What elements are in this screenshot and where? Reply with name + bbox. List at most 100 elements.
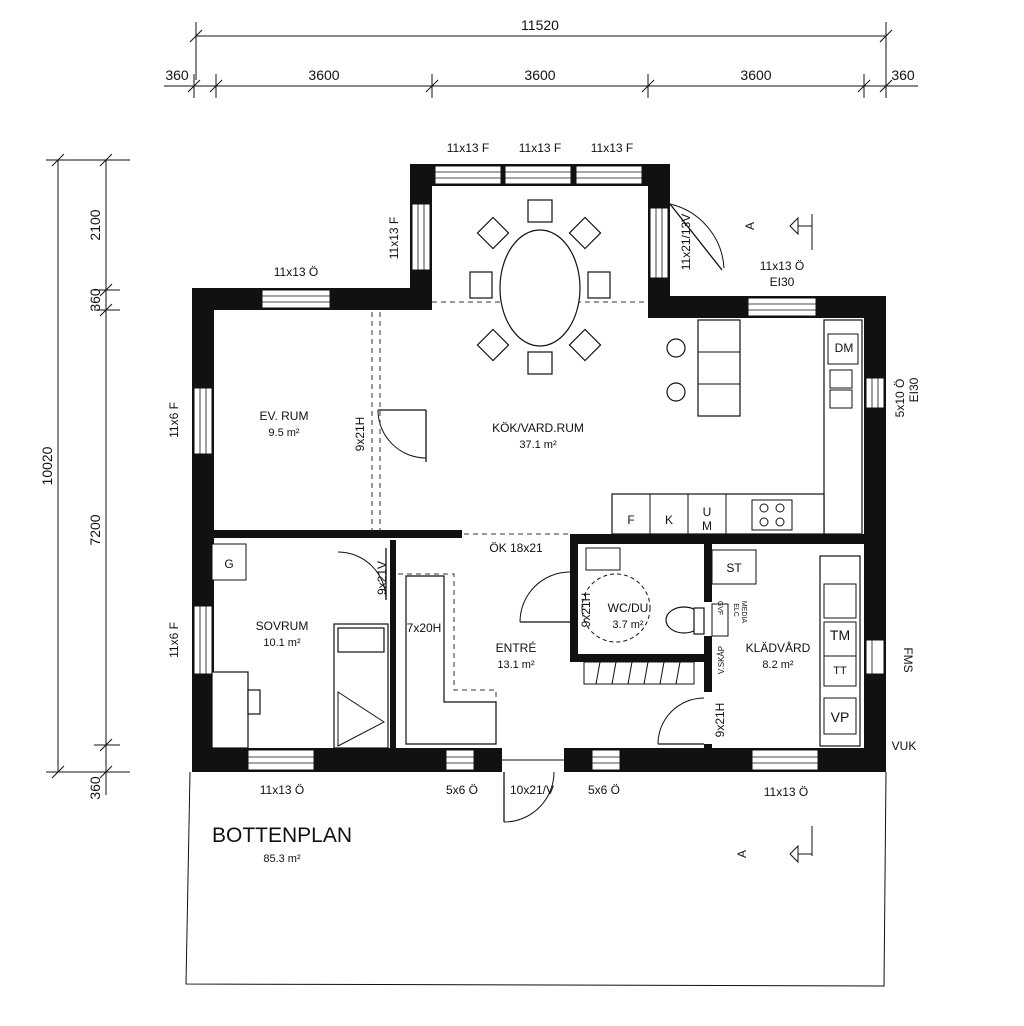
door-label: ÖK 18x21 — [489, 541, 543, 555]
terrace — [185, 771, 887, 987]
room-name-kok: KÖK/VARD.RUM — [492, 421, 584, 435]
door-sovrum — [337, 548, 387, 601]
door-opening-dashes — [371, 312, 570, 535]
appliance-label: ELC — [732, 603, 739, 617]
window-bay-left — [411, 203, 431, 271]
dim-top-segment: 360 — [891, 67, 915, 83]
window-label: 11x13 Ö — [260, 783, 304, 797]
storage-st — [711, 549, 757, 585]
window-fms — [865, 639, 885, 675]
window-label: 11x13 F — [387, 217, 401, 259]
window-right-side — [865, 377, 885, 409]
wardrobe — [211, 543, 247, 581]
window-label: 5x6 Ö — [588, 783, 620, 797]
appliance-label: VP — [831, 709, 850, 725]
appliance-label: GVF — [716, 601, 723, 615]
door-label: 9x21H — [713, 703, 727, 738]
kitchen-island — [697, 319, 741, 417]
dimension-lines — [46, 22, 918, 795]
appliance-label: FMS — [901, 647, 915, 672]
appliance-label: ST — [726, 561, 742, 575]
room-area-kok: 37.1 m² — [519, 439, 557, 451]
windows — [193, 165, 885, 771]
dining-table — [499, 229, 581, 347]
window-left-upper — [193, 387, 213, 455]
window-label: 11x13 F — [447, 141, 489, 155]
dining-chair — [469, 271, 493, 299]
window-label: 11x13 F — [591, 141, 633, 155]
dining-chair — [527, 199, 553, 223]
dim-top-segment: 360 — [165, 67, 189, 83]
door-bay — [669, 203, 725, 271]
window-bottom-3 — [591, 749, 621, 771]
bar-stool — [666, 338, 686, 358]
electrical-cabinet — [711, 603, 729, 637]
appliance-label: U — [703, 505, 712, 519]
pillow — [337, 627, 385, 653]
dimension-labels: 11520 360 3600 3600 3600 360 10020 2100 … — [39, 17, 915, 800]
desk — [211, 671, 249, 749]
dining-chair — [568, 328, 602, 362]
dim-left-segment: 360 — [87, 776, 103, 800]
bar-stool — [666, 382, 686, 402]
window-label: EI30 — [770, 275, 795, 289]
room-area-sovrum: 10.1 m² — [263, 637, 301, 649]
section-label: A — [743, 222, 757, 230]
door-label: 9x21H — [579, 593, 593, 628]
door-evrum — [377, 409, 427, 462]
window-label: 11x6 F — [167, 622, 181, 658]
window-evrum-top — [261, 289, 331, 309]
window-top-2 — [504, 165, 572, 185]
dining-chair — [568, 216, 602, 250]
dining-chair — [476, 216, 510, 250]
door-entrance — [502, 759, 564, 823]
window-label: 5x10 Ö — [893, 379, 907, 418]
room-area-wc: 3.7 m² — [612, 619, 644, 631]
window-top-1 — [434, 165, 502, 185]
door-label: 10x21/V — [510, 783, 554, 797]
window-top-3 — [575, 165, 643, 185]
dim-top-segment: 3600 — [524, 67, 555, 83]
room-name-wc: WC/DU — [608, 601, 649, 615]
window-bottom-4 — [751, 749, 819, 771]
doors — [337, 203, 725, 823]
appliance-label: TM — [830, 627, 850, 643]
dim-left-segment: 2100 — [87, 209, 103, 240]
door-label: 9x21H — [353, 417, 367, 452]
door-kladvard — [657, 697, 705, 745]
appliance-label: VUK — [892, 739, 917, 753]
window-bay-door — [649, 207, 669, 279]
appliance-label: MEDIA — [740, 601, 747, 624]
shower-area — [581, 573, 651, 643]
plan-title: BOTTENPLAN — [212, 824, 352, 847]
window-kitchen-top — [747, 297, 817, 317]
dim-overall-depth: 10020 — [39, 446, 55, 485]
appliance-label: M — [702, 519, 712, 533]
appliance-label: K — [665, 513, 673, 527]
dining-chair — [587, 271, 611, 299]
room-area-kladvard: 8.2 m² — [762, 659, 794, 671]
window-label: 5x6 Ö — [446, 783, 478, 797]
window-label: 11x13 F — [519, 141, 561, 155]
appliance-label: TT — [833, 665, 847, 677]
dim-top-segment: 3600 — [308, 67, 339, 83]
chair — [247, 689, 261, 715]
dim-top-segment: 3600 — [740, 67, 771, 83]
furniture — [211, 199, 863, 749]
window-label: 11x6 F — [167, 402, 181, 438]
plan-area: 85.3 m² — [263, 853, 301, 865]
section-marker-bottom: A — [735, 826, 813, 864]
door-label: 7x20H — [407, 621, 442, 635]
dim-left-segment: 7200 — [87, 514, 103, 545]
room-name-evrum: EV. RUM — [260, 409, 309, 423]
window-left-lower — [193, 605, 213, 675]
door-wc — [519, 571, 571, 623]
appliance-label: DM — [835, 341, 854, 355]
wc-sink — [585, 547, 621, 571]
window-label: 11x13 Ö — [760, 259, 804, 273]
appliance-label: G — [224, 557, 233, 571]
window-label: EI30 — [907, 377, 921, 402]
room-name-entre: ENTRÉ — [496, 640, 537, 655]
appliance-label: F — [627, 513, 634, 527]
window-label: 11x13 Ö — [764, 785, 808, 799]
